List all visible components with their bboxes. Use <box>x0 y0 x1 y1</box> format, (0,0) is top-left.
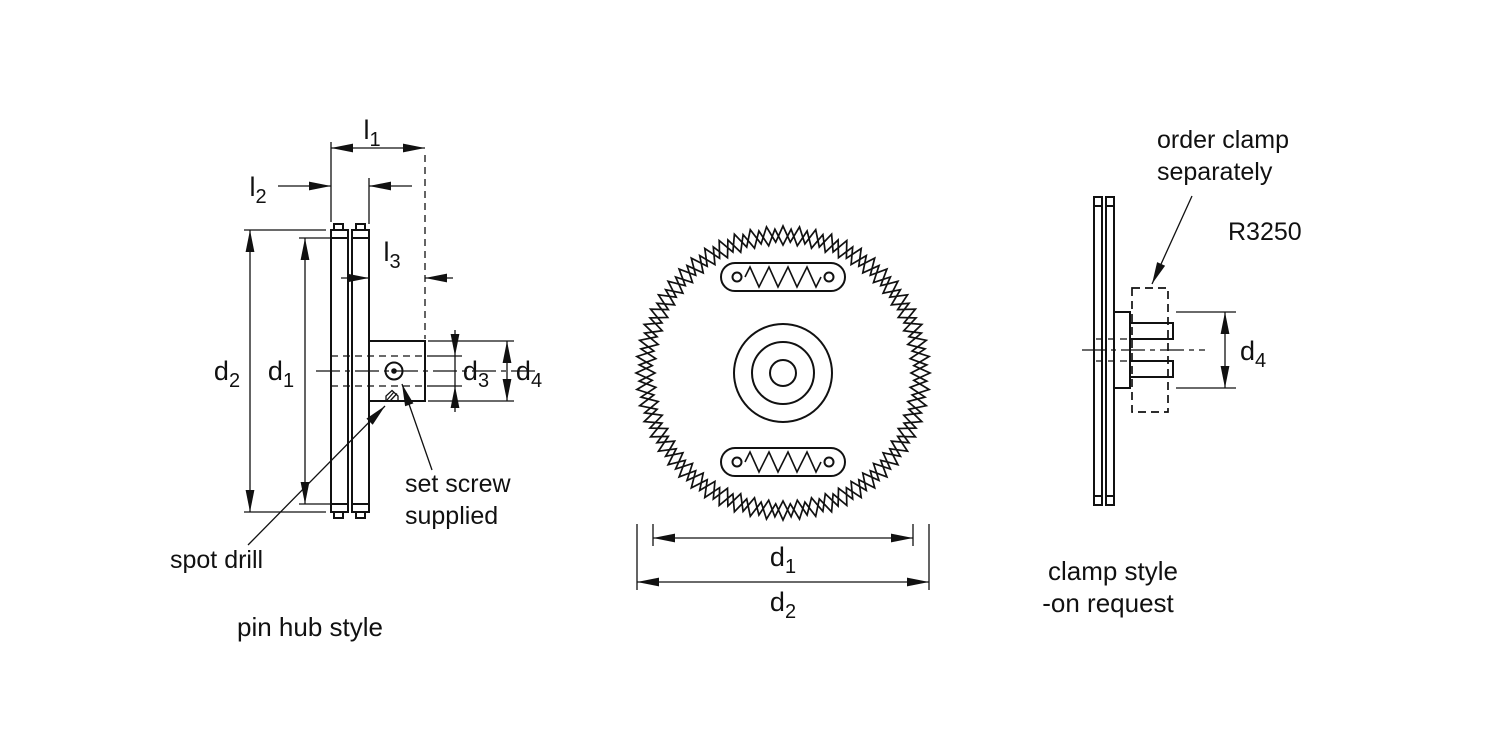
caption-clamp-style-line1: clamp style <box>1048 556 1178 586</box>
dim-label-d1-front: d1 <box>770 542 796 578</box>
note-spot-drill: spot drill <box>170 546 263 574</box>
dim-l3: l3 <box>341 237 453 336</box>
hub-circles <box>733 323 833 423</box>
note-order-clamp-line2: separately <box>1157 158 1273 186</box>
note-clamp-reference: R3250 <box>1228 218 1302 246</box>
tooth-tip-top-back <box>355 223 366 231</box>
dim-label-d1-side: d1 <box>268 356 294 392</box>
hub-outline <box>368 340 426 402</box>
dim-d4-side: d4 <box>428 340 542 402</box>
gear-teeth-ring-back <box>637 227 929 519</box>
hub-outer-circle <box>733 323 833 423</box>
leader-set-screw <box>401 383 433 471</box>
spring-zigzag-top <box>744 265 822 289</box>
dim-label-d4-clamp: d4 <box>1240 336 1266 372</box>
bore-hidden-lines <box>331 355 428 387</box>
hub-middle-circle <box>751 341 815 405</box>
set-screw-circle <box>384 361 404 381</box>
leader-order-clamp <box>1151 195 1193 285</box>
bore-hidden-lines-clamp <box>1096 338 1130 362</box>
dim-d2-front: d2 <box>636 524 930 623</box>
spring-slot-bottom <box>720 447 846 477</box>
clamp-outline-dashed <box>1131 287 1169 413</box>
set-screw <box>384 361 404 381</box>
bore-circle <box>769 359 797 387</box>
note-set-screw-line1: set screw <box>405 470 512 498</box>
spring-zigzag-bottom <box>744 450 822 474</box>
gear-plates-clamp-outline <box>1093 196 1115 506</box>
dim-label-d2-front: d2 <box>770 587 796 623</box>
dim-label-l2: l2 <box>249 172 266 208</box>
damper-spring-bottom <box>720 447 846 477</box>
note-set-screw-line2: supplied <box>405 502 498 530</box>
dim-label-d4-side: d4 <box>516 356 542 392</box>
spot-drill-mark <box>385 389 399 402</box>
dim-d4-clamp: d4 <box>1176 311 1266 389</box>
hub-prong-bottom <box>1129 360 1174 378</box>
dim-label-l3: l3 <box>383 237 400 273</box>
note-order-clamp-line1: order clamp <box>1157 126 1289 154</box>
dim-d1-side: d1 <box>268 237 331 505</box>
leader-spot-drill <box>247 405 386 546</box>
dim-d2-side: d2 <box>214 229 326 513</box>
caption-clamp-style-line2: -on request <box>1042 588 1174 618</box>
dim-label-d2-side: d2 <box>214 356 240 392</box>
view-clamp-side: d4 order clamp separately R3250 clamp st… <box>1042 126 1301 618</box>
dim-label-l1: l1 <box>363 115 380 151</box>
dim-l2: l2 <box>249 172 412 224</box>
caption-pin-hub-style: pin hub style <box>237 612 383 642</box>
hub-flange <box>1113 311 1131 389</box>
spring-slot-top <box>720 262 846 292</box>
dim-l1: l1 <box>330 115 426 339</box>
dim-d3: d3 <box>428 330 489 412</box>
tooth-tip-bottom-front <box>333 511 344 519</box>
dim-d1-front: d1 <box>652 524 914 578</box>
hub-prong-top <box>1129 322 1174 340</box>
view-pin-hub-side: l1 l2 l3 d2 d1 <box>170 115 542 642</box>
damper-spring-top <box>720 262 846 292</box>
view-gear-front: d1 d2 <box>633 223 933 623</box>
tooth-tip-bottom-back <box>355 511 366 519</box>
dim-label-d3: d3 <box>463 356 489 392</box>
tooth-tip-top-front <box>333 223 344 231</box>
set-screw-center-dot <box>391 368 397 374</box>
